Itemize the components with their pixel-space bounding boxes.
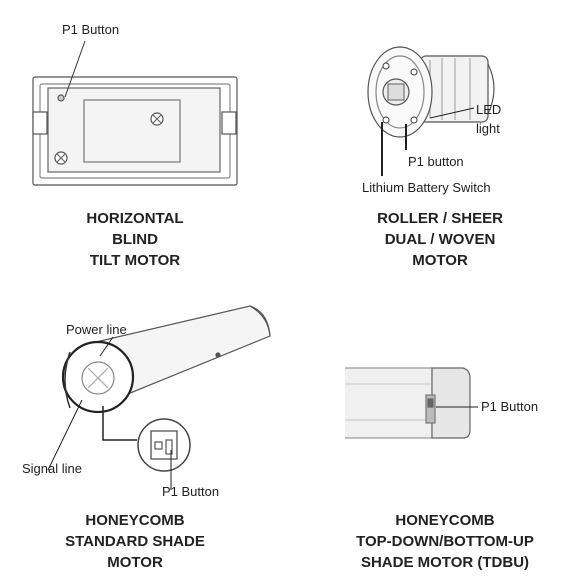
- signal-line-label: Signal line: [22, 461, 82, 476]
- title-line: HONEYCOMB: [395, 512, 495, 529]
- p1-button-label-tilt: P1 Button: [62, 22, 120, 37]
- battery-switch-label: Lithium Battery Switch: [362, 180, 491, 195]
- title-line: TOP-DOWN/BOTTOM-UP: [356, 533, 534, 550]
- honeycomb-standard-drawing: [61, 305, 271, 472]
- title-line: HONEYCOMB: [85, 512, 185, 529]
- title-line: BLIND: [112, 231, 158, 248]
- roller-motor-drawing: [367, 46, 495, 138]
- p1-button-label-standard: P1 Button: [162, 484, 220, 499]
- title-line: SHADE MOTOR (TDBU): [360, 554, 530, 571]
- signal-line-leader: [47, 399, 83, 471]
- p1-button-label-tdbu: P1 Button: [481, 399, 539, 414]
- power-line-leader: [99, 336, 114, 357]
- title-line: TILT MOTOR: [89, 252, 181, 269]
- title-roller-sheer: ROLLER / SHEER DUAL / WOVEN MOTOR: [335, 208, 545, 271]
- p1-leader-line: [64, 40, 86, 98]
- title-line: MOTOR: [412, 252, 468, 269]
- p1-button-dot: [57, 94, 65, 102]
- led-light-label-line2: light: [476, 121, 500, 136]
- inset-connector: [102, 406, 137, 441]
- led-leader: [429, 107, 475, 119]
- title-honeycomb-tdbu: HONEYCOMB TOP-DOWN/BOTTOM-UP SHADE MOTOR…: [325, 510, 565, 573]
- title-honeycomb-standard: HONEYCOMB STANDARD SHADE MOTOR: [30, 510, 240, 573]
- title-line: HORIZONTAL: [86, 210, 184, 227]
- title-line: STANDARD SHADE: [65, 533, 205, 550]
- honeycomb-tdbu-drawing: [345, 367, 471, 439]
- p1-button-label-roller: P1 button: [408, 154, 464, 169]
- title-line: MOTOR: [107, 554, 163, 571]
- title-line: ROLLER / SHEER: [377, 210, 503, 227]
- title-horizontal-blind: HORIZONTAL BLIND TILT MOTOR: [30, 208, 240, 271]
- power-line-label: Power line: [66, 322, 127, 337]
- tilt-motor-drawing: [32, 76, 238, 186]
- title-line: DUAL / WOVEN: [384, 231, 496, 248]
- led-light-label-line1: LED: [476, 102, 502, 117]
